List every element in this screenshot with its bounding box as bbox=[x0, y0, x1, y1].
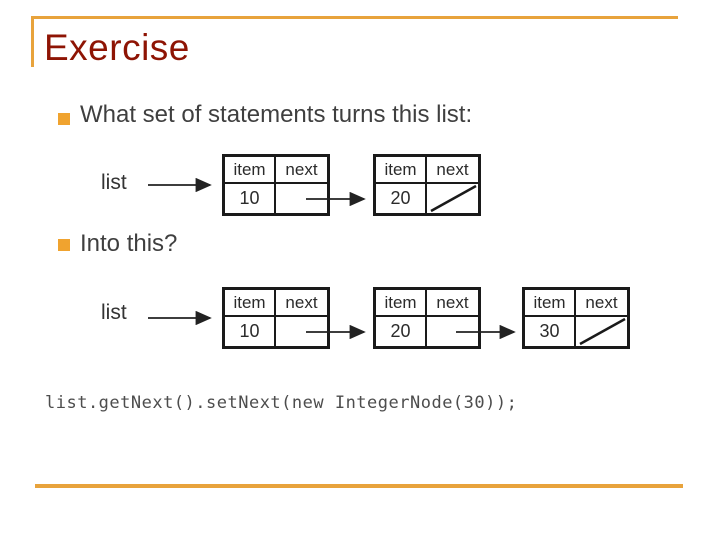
node-before-10: item next 10 bbox=[222, 154, 330, 216]
node-header-item: item bbox=[225, 290, 276, 317]
node-item-value: 10 bbox=[225, 317, 276, 346]
node-item-value: 20 bbox=[376, 317, 427, 346]
node-after-20: item next 20 bbox=[373, 287, 481, 349]
node-header-next: next bbox=[276, 290, 327, 317]
bullet-square-icon bbox=[58, 239, 70, 251]
node-next-cell bbox=[276, 184, 327, 213]
node-next-cell bbox=[427, 184, 478, 213]
list-pointer-label: list bbox=[101, 301, 127, 324]
node-header-next: next bbox=[576, 290, 627, 317]
node-header-item: item bbox=[225, 157, 276, 184]
node-header-item: item bbox=[376, 157, 427, 184]
bullet-question-text: What set of statements turns this list: bbox=[80, 101, 473, 128]
bullet-square-icon bbox=[58, 113, 70, 125]
node-header-next: next bbox=[427, 157, 478, 184]
bottom-accent-line bbox=[35, 484, 683, 488]
node-after-30: item next 30 bbox=[522, 287, 630, 349]
node-header-next: next bbox=[276, 157, 327, 184]
node-after-10: item next 10 bbox=[222, 287, 330, 349]
node-next-cell bbox=[576, 317, 627, 346]
node-header-next: next bbox=[427, 290, 478, 317]
top-accent-line bbox=[31, 16, 678, 19]
node-next-cell bbox=[427, 317, 478, 346]
node-next-cell bbox=[276, 317, 327, 346]
node-header-item: item bbox=[525, 290, 576, 317]
node-item-value: 10 bbox=[225, 184, 276, 213]
node-header-item: item bbox=[376, 290, 427, 317]
code-statement: list.getNext().setNext(new IntegerNode(3… bbox=[45, 393, 518, 413]
node-before-20: item next 20 bbox=[373, 154, 481, 216]
list-pointer-label: list bbox=[101, 171, 127, 194]
page-title: Exercise bbox=[44, 27, 190, 68]
node-item-value: 30 bbox=[525, 317, 576, 346]
left-accent-line bbox=[31, 16, 34, 67]
bullet-answer-text: Into this? bbox=[80, 230, 178, 257]
node-item-value: 20 bbox=[376, 184, 427, 213]
